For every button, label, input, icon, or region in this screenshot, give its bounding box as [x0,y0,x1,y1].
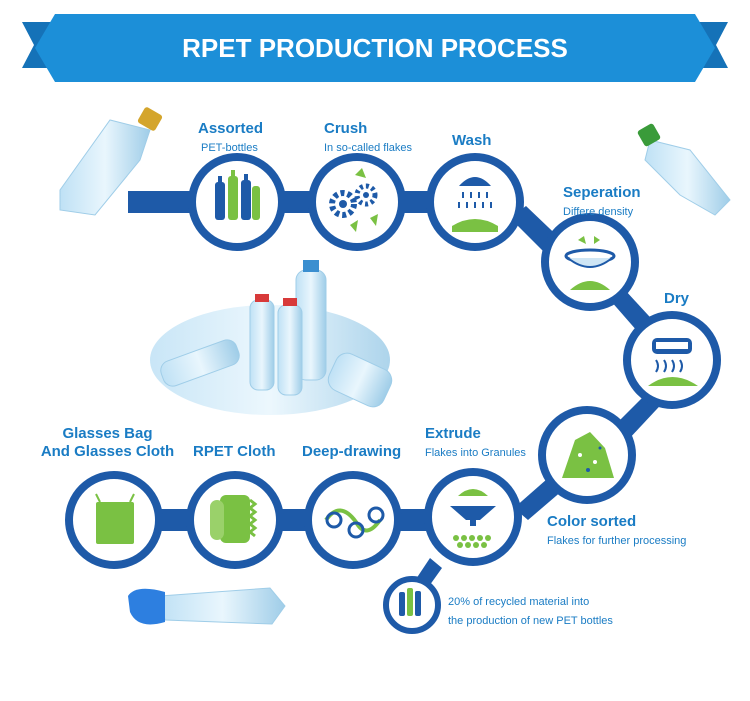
step-sub-crush: In so-called flakes [324,142,413,154]
extruder-icon [450,489,496,548]
crushed-bottle-top-right-image [637,123,731,216]
step-sub-seperation: Differe density [563,206,634,218]
step-circle-deep-drawing [304,471,402,569]
step-circle-crush [308,153,406,251]
step-label-deep-drawing: Deep-drawing [302,443,402,460]
bottles-icon [215,170,260,220]
flakes-icon [562,432,614,478]
step-circle-color-sorted [538,406,636,504]
step-circle-wash [426,153,524,251]
recycle-note: 20% of recycled material into the produc… [448,593,668,631]
step-circle-extrude [424,468,522,566]
dryer-icon [648,338,698,386]
step-circle-rpet-cloth [186,471,284,569]
step-label-color-sorted: Color sorted [547,513,637,530]
step-circle-seperation [541,213,639,311]
recycle-bottles-icon [399,588,421,616]
step-sub-extrude: Flakes into Granules [425,447,526,459]
step-label-assorted: Assorted [198,120,264,137]
step-label-glasses-cloth: And Glasses Cloth [40,443,175,460]
step-circles [65,153,721,634]
step-sub-assorted: PET-bottles [201,142,258,154]
shower-icon [452,177,498,232]
sieve-icon [564,236,616,290]
crushed-bottle-top-left-image [59,107,163,216]
step-circle-dry [623,311,721,409]
step-circle-glasses-bag [65,471,163,569]
recycle-circle [383,576,441,634]
title-banner [22,14,728,82]
page-title: RPET PRODUCTION PROCESS [182,33,568,63]
step-sub-color-sorted: Flakes for further processing [547,535,687,547]
step-label-wash: Wash [452,132,492,149]
step-circle-assorted [188,153,286,251]
step-label-rpet-cloth: RPET Cloth [193,443,276,460]
rollers-icon [324,506,385,539]
step-label-crush: Crush [324,120,368,137]
drawstring-bag-icon [95,493,135,544]
gears-icon [329,168,378,232]
recycle-note-line1: 20% of recycled material into [448,596,590,608]
step-label-seperation: Seperation [563,184,641,201]
crushed-bottle-bottom-image [128,587,286,625]
step-label-extrude: Extrude [425,425,481,442]
step-label-glasses-bag: Glasses Bag [62,425,153,442]
bottle-pile-image [150,260,393,415]
step-label-dry: Dry [664,290,690,307]
recycle-note-line2: the production of new PET bottles [448,615,613,627]
cloth-roll-icon [210,495,258,543]
